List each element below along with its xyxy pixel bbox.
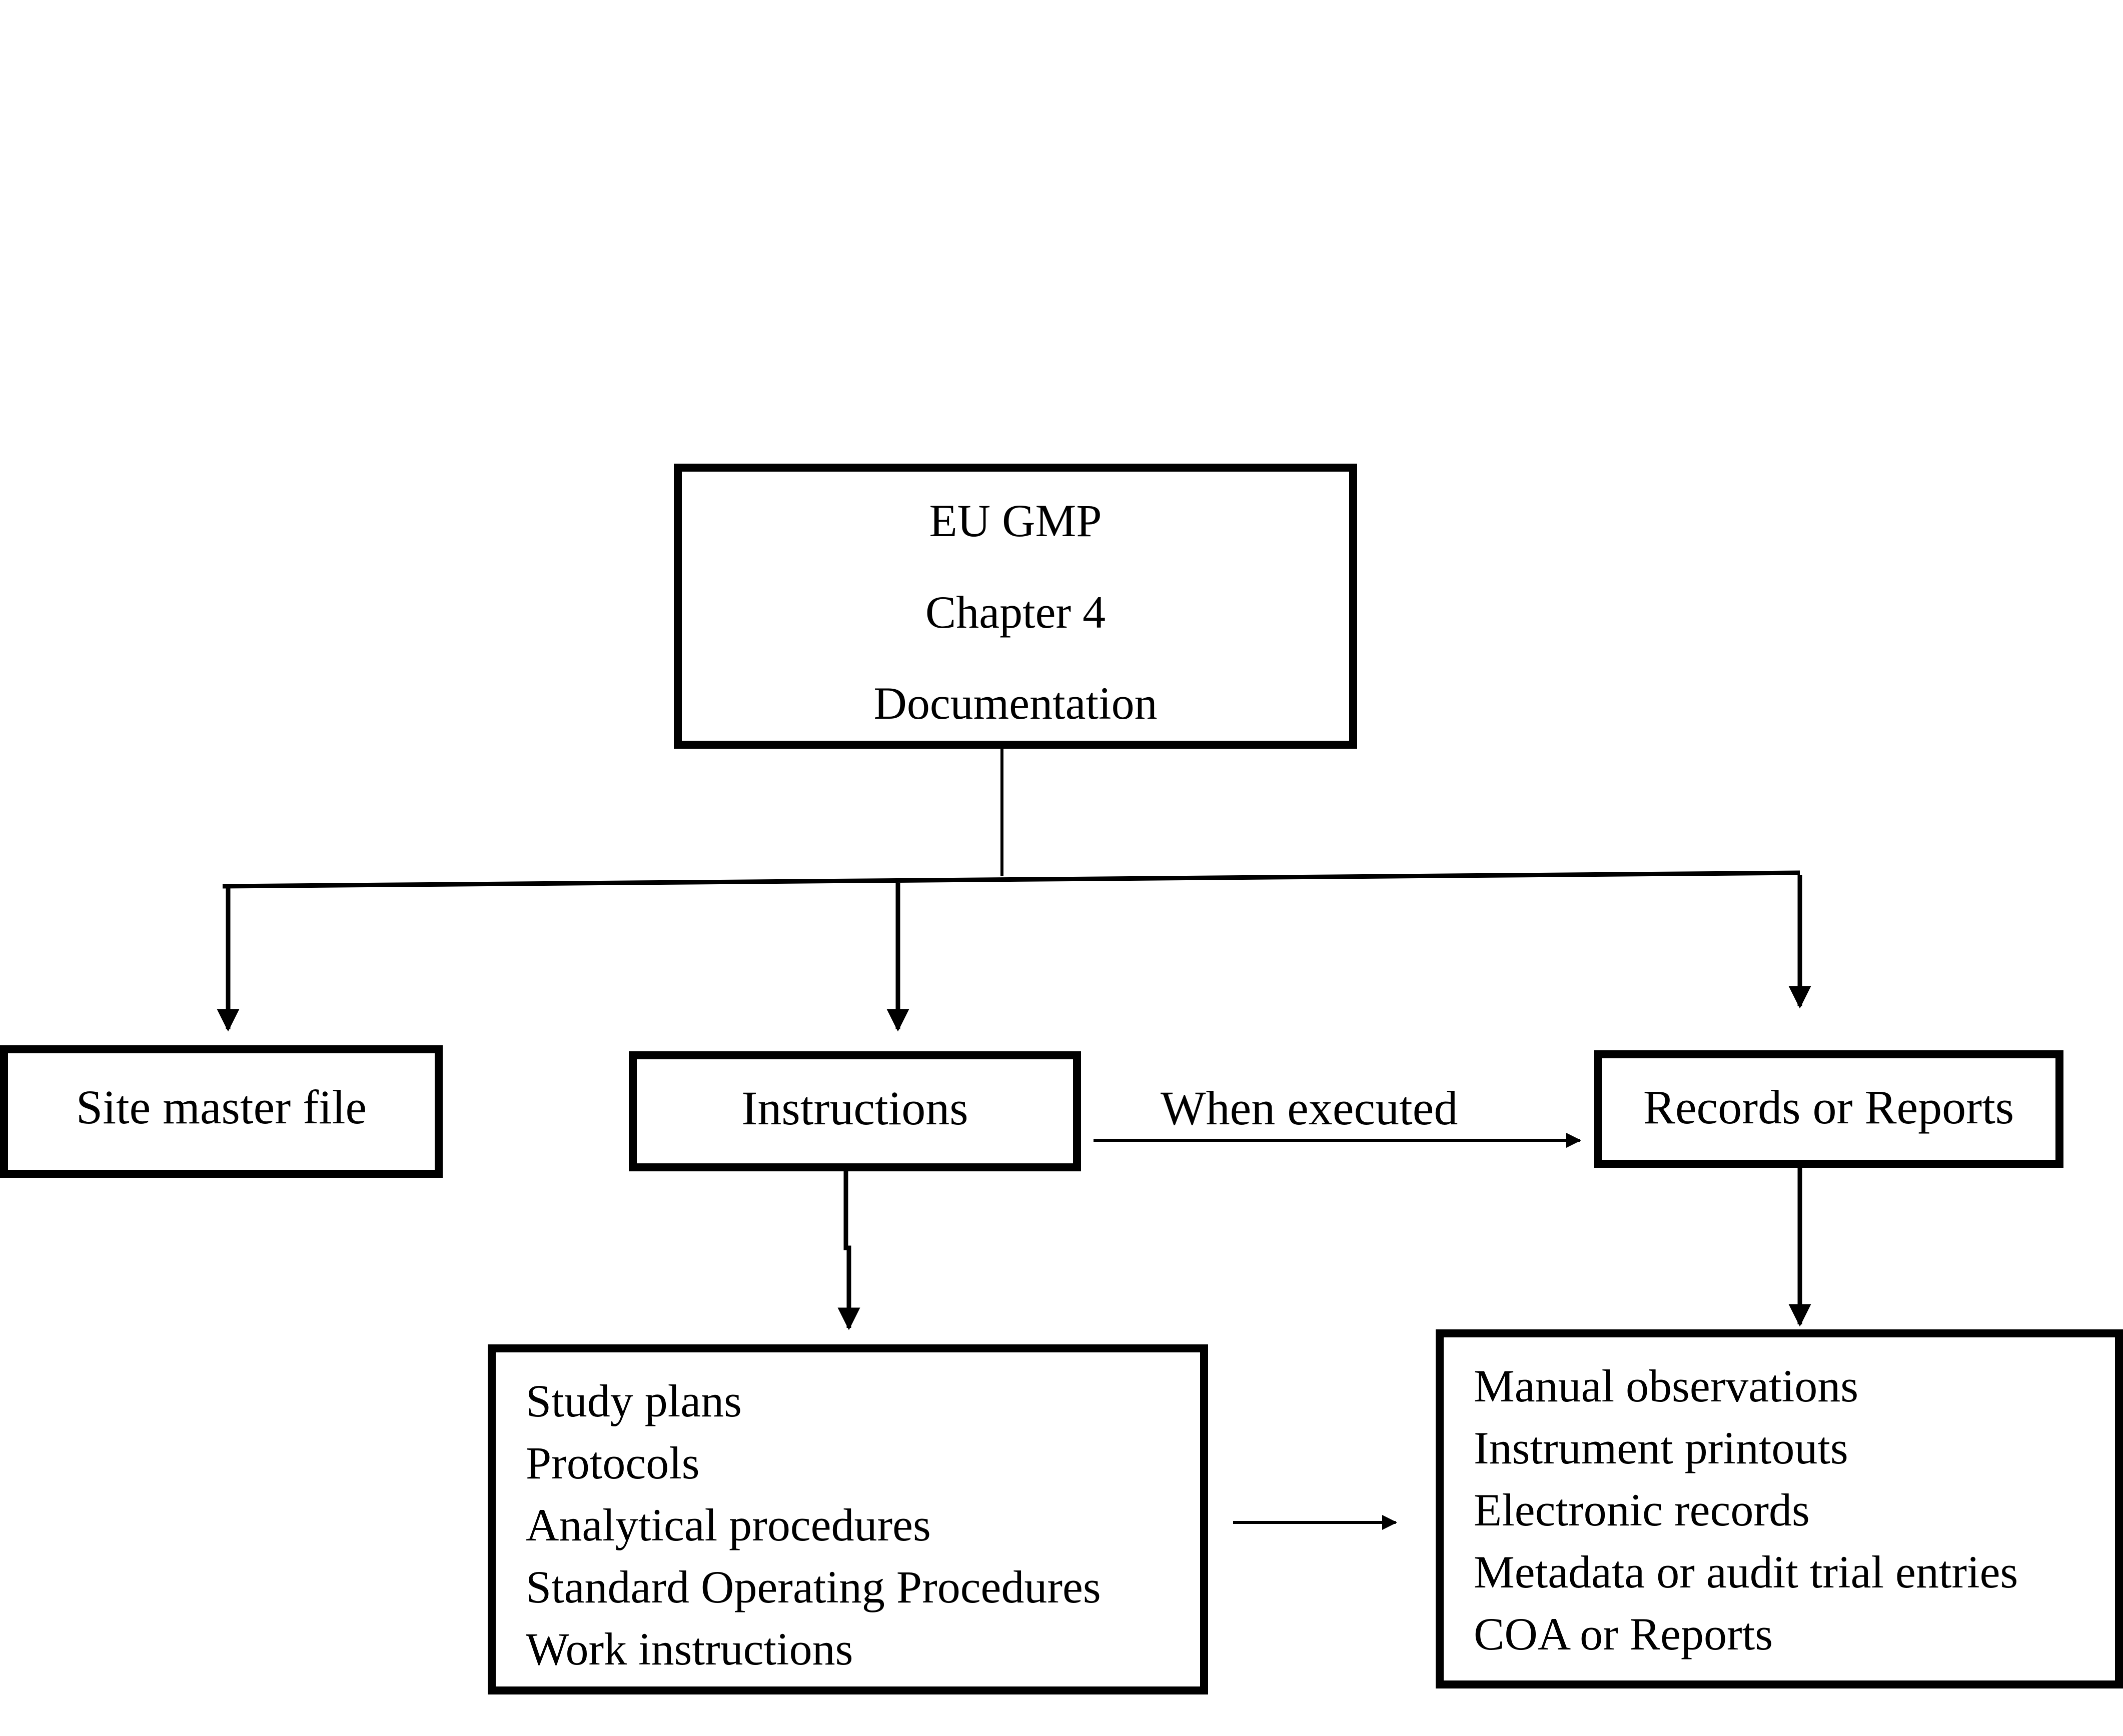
list-item: Work instructions [526, 1623, 853, 1674]
root-line-2: Chapter 4 [925, 587, 1106, 638]
branch-bar-line [222, 870, 1800, 889]
list-item: Study plans [526, 1375, 742, 1426]
root-box-eu-gmp: EU GMP Chapter 4 Documentation [674, 464, 1357, 749]
record-list-box: Manual observations Instrument printouts… [1436, 1329, 2123, 1688]
list-item: Electronic records [1474, 1484, 1810, 1535]
instructions-label: Instructions [741, 1081, 968, 1135]
instruction-list-box: Study plans Protocols Analytical procedu… [488, 1344, 1208, 1694]
when-executed-label: When executed [1161, 1081, 1458, 1135]
list-item: Instrument printouts [1474, 1422, 1848, 1473]
root-line-3: Documentation [873, 678, 1158, 729]
records-label: Records or Reports [1643, 1080, 2014, 1134]
site-master-file-box: Site master file [0, 1045, 443, 1178]
root-line-1: EU GMP [929, 495, 1102, 546]
arrow-to-instruction-list [837, 1171, 860, 1330]
list-item: Standard Operating Procedures [526, 1561, 1101, 1612]
list-item: Protocols [526, 1437, 700, 1488]
site-master-file-label: Site master file [76, 1080, 367, 1134]
records-box: Records or Reports [1594, 1050, 2063, 1168]
list-item: Metadata or audit trial entries [1474, 1546, 2018, 1597]
instructions-box: Instructions [629, 1051, 1081, 1171]
list-item: Manual observations [1474, 1360, 1859, 1411]
list-item: Analytical procedures [526, 1499, 931, 1550]
list-item: COA or Reports [1474, 1608, 1773, 1659]
